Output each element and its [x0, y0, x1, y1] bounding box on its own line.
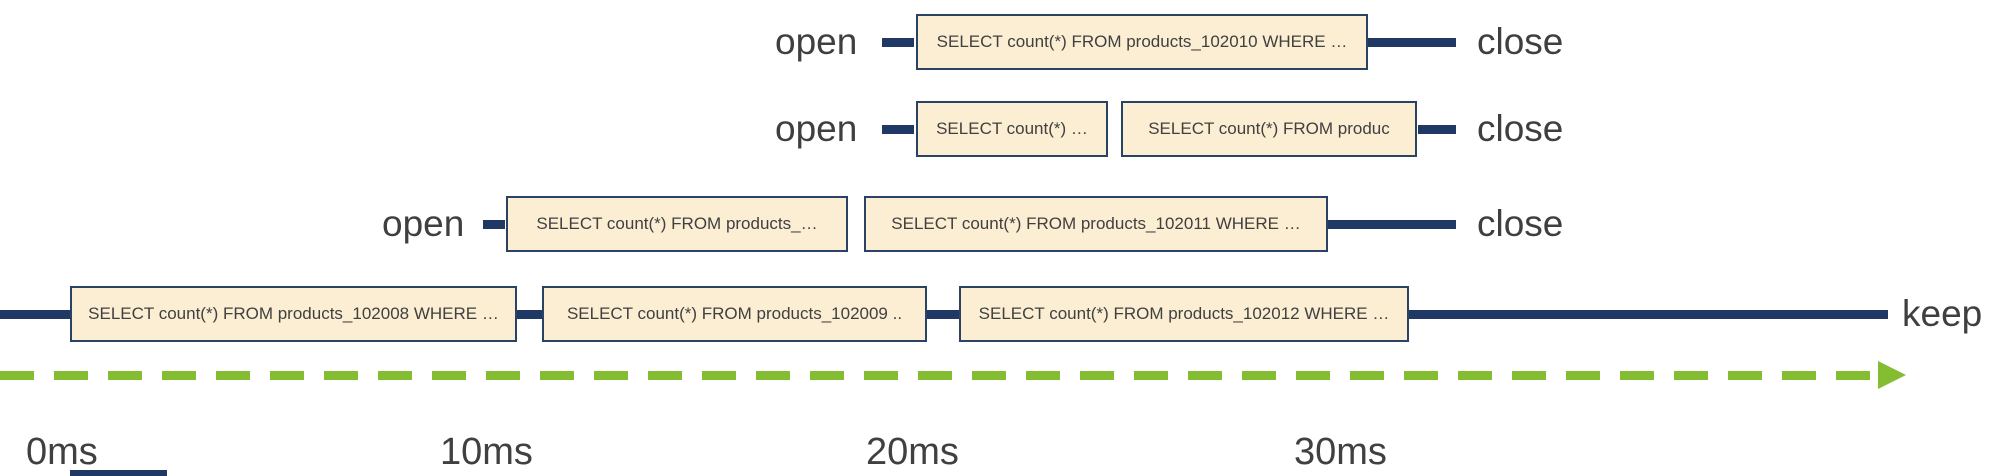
query-box: SELECT count(*) FROM products_102011 WHE… [864, 196, 1328, 252]
keep-label: keep [1902, 293, 1983, 334]
query-text: SELECT count(*) FROM products_102009 .. [566, 304, 903, 323]
close-label: close [1477, 21, 1564, 62]
query-text: SELECT count(*) … [936, 119, 1088, 138]
query-box: SELECT count(*) … [916, 101, 1108, 157]
time-axis-dashed-line [0, 371, 1880, 380]
open-label: open [382, 203, 465, 244]
query-box: SELECT count(*) FROM products_102012 WHE… [959, 286, 1409, 342]
connection-line-segment [483, 220, 505, 229]
open-label: open [775, 108, 858, 149]
query-box: SELECT count(*) FROM products_102010 WHE… [916, 14, 1368, 70]
query-box: SELECT count(*) FROM products_102008 WHE… [70, 286, 517, 342]
query-box: SELECT count(*) FROM products_… [506, 196, 848, 252]
connection-line-segment [0, 310, 1888, 319]
query-text: SELECT count(*) FROM products_102011 WHE… [891, 214, 1301, 233]
query-text: SELECT count(*) FROM products_102008 WHE… [88, 304, 499, 323]
query-text: SELECT count(*) FROM products_102010 WHE… [936, 32, 1348, 51]
query-text: SELECT count(*) FROM products_… [536, 214, 818, 233]
connection-line-segment [1418, 125, 1456, 134]
close-label: close [1477, 203, 1564, 244]
query-box: SELECT count(*) FROM produc [1121, 101, 1417, 157]
tick-label-30ms: 30ms [1294, 431, 1387, 473]
connection-line-segment [882, 125, 914, 134]
connection-line-segment [1328, 220, 1456, 229]
time-axis-arrowhead-icon [1878, 361, 1906, 389]
tick-label-10ms: 10ms [440, 431, 533, 473]
close-label: close [1477, 108, 1564, 149]
query-box: SELECT count(*) FROM products_102009 .. [542, 286, 927, 342]
connection-line-segment [1368, 38, 1456, 47]
tick-label-20ms: 20ms [866, 431, 959, 473]
query-text: SELECT count(*) FROM products_102012 WHE… [978, 304, 1390, 323]
partial-box-edge [70, 470, 167, 476]
open-label: open [775, 21, 858, 62]
query-text: SELECT count(*) FROM produc [1148, 119, 1390, 138]
tick-label-0ms: 0ms [26, 431, 98, 473]
connection-line-segment [882, 38, 914, 47]
